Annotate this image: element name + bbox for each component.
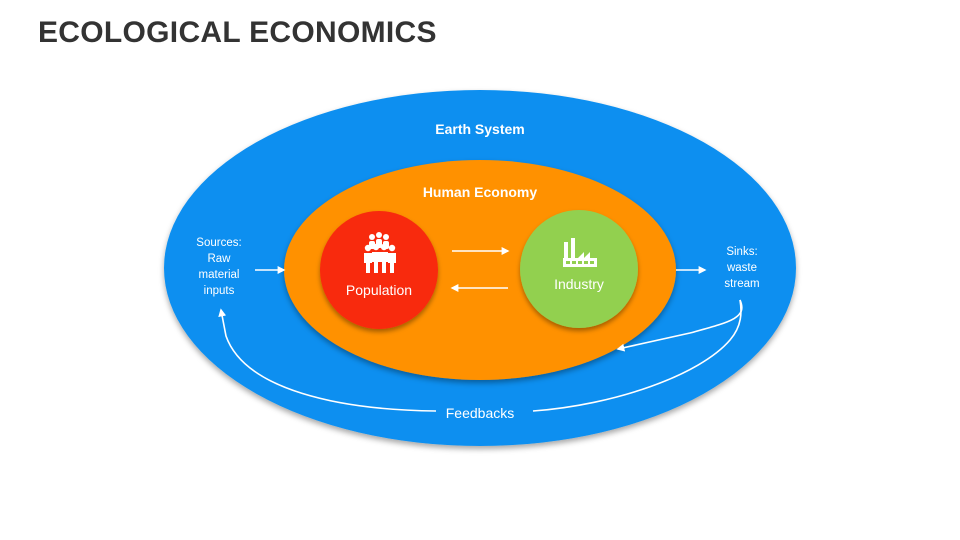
svg-text:Sinks:: Sinks: bbox=[726, 246, 757, 258]
svg-text:inputs: inputs bbox=[204, 285, 235, 297]
earth-system-label: Earth System bbox=[435, 121, 524, 137]
svg-text:material: material bbox=[199, 269, 240, 281]
sources-label: Sources: Raw material inputs bbox=[196, 237, 241, 297]
population-circle bbox=[320, 211, 438, 329]
industry-node: Industry bbox=[520, 210, 638, 328]
industry-label: Industry bbox=[554, 276, 604, 292]
industry-circle bbox=[520, 210, 638, 328]
people-group-icon bbox=[364, 232, 396, 273]
feedbacks-curve-left bbox=[218, 308, 437, 412]
factory-icon bbox=[563, 238, 597, 267]
sinks-label: Sinks: waste stream bbox=[724, 246, 759, 290]
svg-text:stream: stream bbox=[724, 278, 759, 290]
svg-text:Sources:: Sources: bbox=[196, 237, 241, 249]
feedbacks-curve-right bbox=[532, 299, 742, 412]
sinks-return-arrow bbox=[616, 299, 743, 352]
feedbacks-label: Feedbacks bbox=[446, 405, 514, 421]
svg-text:waste: waste bbox=[726, 262, 757, 274]
svg-text:Raw: Raw bbox=[207, 253, 231, 265]
page-title: ECOLOGICAL ECONOMICS bbox=[38, 16, 437, 49]
human-economy-label: Human Economy bbox=[423, 184, 538, 200]
population-node: Population bbox=[320, 211, 438, 329]
population-label: Population bbox=[346, 282, 412, 298]
